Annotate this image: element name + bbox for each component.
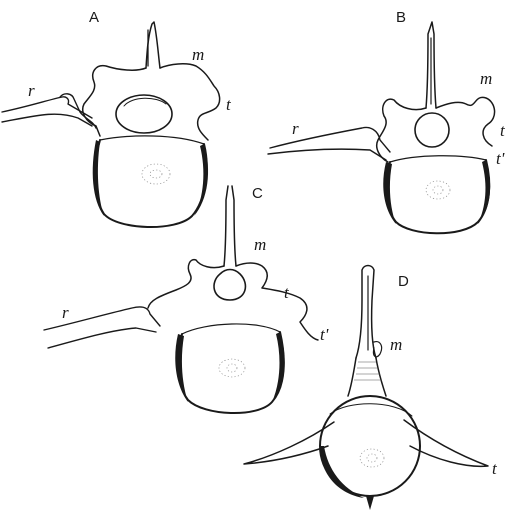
panel-a-label-m: m: [192, 45, 204, 64]
panel-b-label-t-prime: t': [496, 149, 505, 168]
panel-c-label-t-prime: t': [320, 325, 329, 344]
panel-d-label-m: m: [390, 335, 402, 354]
panel-b-label-r: r: [292, 119, 299, 138]
panel-d-letter: D: [398, 273, 409, 290]
panel-a-label-r: r: [28, 81, 35, 100]
panel-a-letter: A: [89, 9, 99, 26]
panel-b-letter: B: [396, 9, 406, 26]
panel-c-label-r: r: [62, 303, 69, 322]
panel-b: B m r t t': [268, 9, 506, 233]
panel-b-vertebra-drawing: [268, 22, 495, 233]
panel-d: D m t: [244, 266, 498, 511]
panel-a-vertebra-drawing: [2, 22, 220, 227]
panel-c-letter: C: [252, 185, 263, 202]
panel-a-label-t: t: [226, 95, 232, 114]
panel-c-label-m: m: [254, 235, 266, 254]
panel-c-vertebra-drawing: [44, 186, 318, 413]
panel-d-label-t: t: [492, 459, 498, 478]
panel-b-label-t: t: [500, 121, 506, 140]
panel-c-label-t: t: [284, 283, 290, 302]
panel-b-label-m: m: [480, 69, 492, 88]
panel-a: A m r t: [2, 9, 232, 227]
